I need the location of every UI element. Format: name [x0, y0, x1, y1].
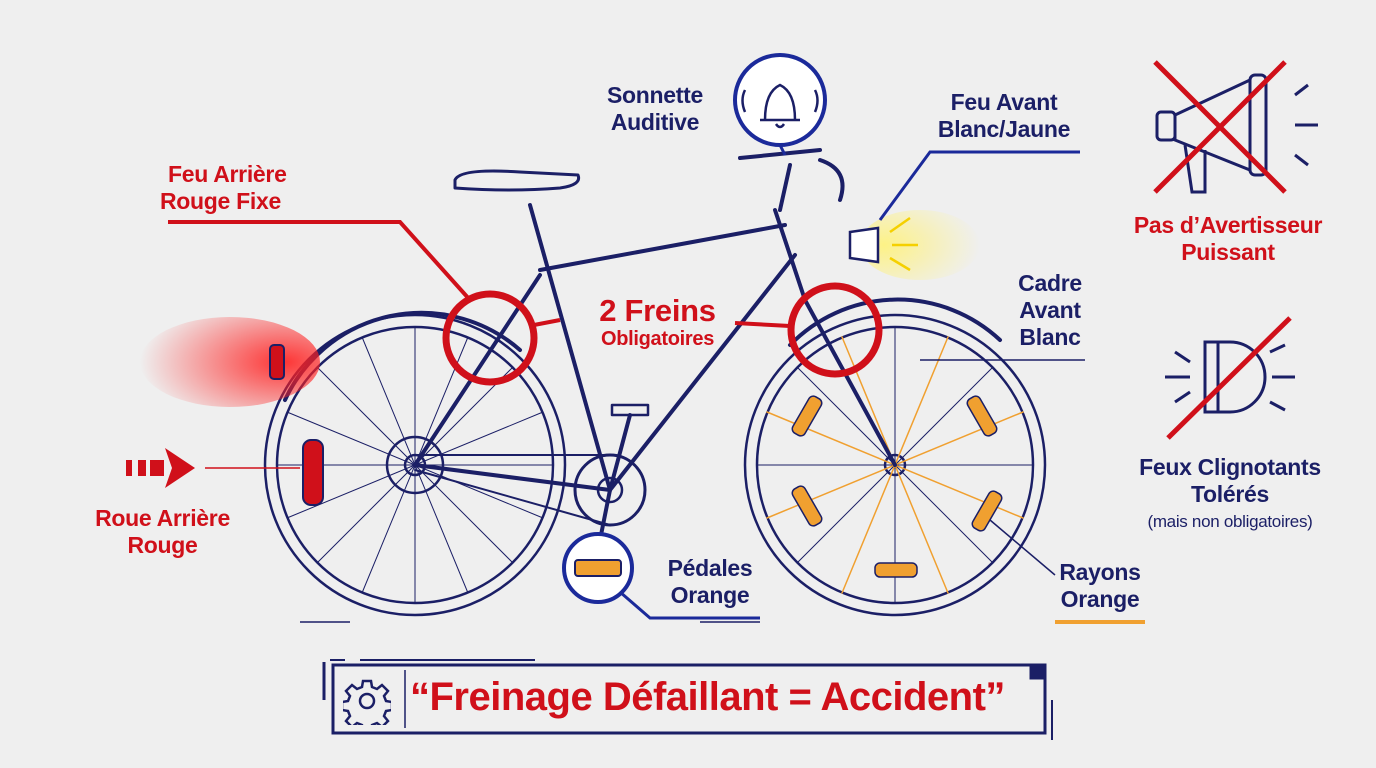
flashing-light-icon	[1165, 340, 1295, 414]
front-light-icon	[848, 226, 880, 264]
label-line: Feu Arrière	[168, 161, 287, 187]
label-line: Rouge Fixe	[160, 188, 281, 214]
banner-frame	[322, 659, 1053, 740]
prohibited-x-icon	[1153, 60, 1287, 194]
label-line: Feux Clignotants	[1139, 454, 1321, 480]
label-line: Orange	[670, 582, 750, 608]
saddle	[453, 169, 581, 192]
label-line: Obligatoires	[600, 328, 715, 350]
label-line: Feu Avant	[950, 89, 1058, 115]
label-line: Tolérés	[1190, 481, 1269, 507]
label-line: (mais non obligatoires)	[1147, 512, 1313, 531]
label-line: Puissant	[1181, 239, 1275, 265]
bell-icon	[733, 53, 827, 147]
label-line: 2 Freins	[599, 293, 716, 328]
label-line: Cadre	[1018, 270, 1082, 296]
arrow-right-icon	[126, 448, 195, 488]
label-line: Roue Arrière	[95, 505, 230, 531]
rear-light-icon	[269, 344, 285, 380]
rear-light-glow	[140, 317, 320, 407]
label-line: Blanc	[1019, 324, 1081, 350]
label-line: Sonnette	[607, 82, 703, 108]
front-light-glow	[860, 210, 980, 280]
label-line: Blanc/Jaune	[937, 116, 1071, 142]
label-line: Auditive	[610, 109, 700, 135]
rear-reflector	[302, 439, 324, 506]
label-line: Pédales	[667, 555, 753, 581]
label-line: Rayons	[1059, 559, 1141, 585]
label-line: Avant	[1019, 297, 1081, 323]
label-line: Pas d’Avertisseur	[1133, 212, 1323, 238]
label-line: Orange	[1060, 586, 1140, 612]
brake-highlights	[442, 282, 883, 386]
slash-icon	[1166, 316, 1292, 440]
banner-quote: “Freinage Défaillant = Accident”	[410, 675, 1005, 719]
spoke-reflectors	[791, 395, 1003, 578]
label-line: Rouge	[127, 532, 198, 558]
megaphone-icon	[1155, 73, 1318, 194]
bike-frame	[413, 148, 897, 492]
gear-icon	[343, 679, 391, 725]
